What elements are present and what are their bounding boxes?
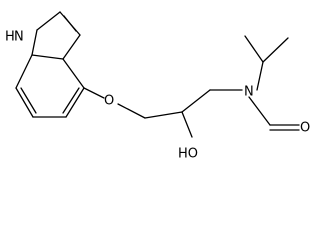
bond bbox=[62, 58, 85, 89]
bond bbox=[144, 111, 183, 119]
bond bbox=[181, 89, 211, 113]
indole-nitrogen-label: N bbox=[14, 30, 24, 45]
bond bbox=[20, 87, 37, 114]
bond bbox=[62, 34, 81, 60]
hydroxyl-label: HO bbox=[178, 147, 198, 162]
nh-hydrogen-label: H bbox=[5, 30, 15, 45]
bond bbox=[117, 103, 146, 119]
bond bbox=[248, 96, 271, 126]
bond bbox=[63, 15, 77, 32]
bond bbox=[15, 87, 34, 118]
bond bbox=[15, 54, 33, 89]
bond bbox=[256, 61, 264, 91]
carbonyl-oxygen-label: O bbox=[300, 121, 310, 136]
bond bbox=[31, 54, 64, 60]
indole-ring bbox=[15, 11, 85, 118]
bond bbox=[181, 111, 193, 138]
amide-nitrogen-label: N bbox=[244, 85, 254, 100]
bond bbox=[65, 87, 85, 118]
ether-oxygen-label: O bbox=[104, 94, 114, 109]
bond bbox=[262, 37, 289, 63]
bond bbox=[36, 11, 61, 31]
bond bbox=[83, 87, 105, 99]
bond bbox=[62, 87, 80, 114]
bond bbox=[244, 35, 264, 63]
bond bbox=[31, 29, 38, 56]
chemical-structure: H N O HO N O bbox=[5, 11, 310, 162]
side-chain bbox=[83, 35, 300, 138]
